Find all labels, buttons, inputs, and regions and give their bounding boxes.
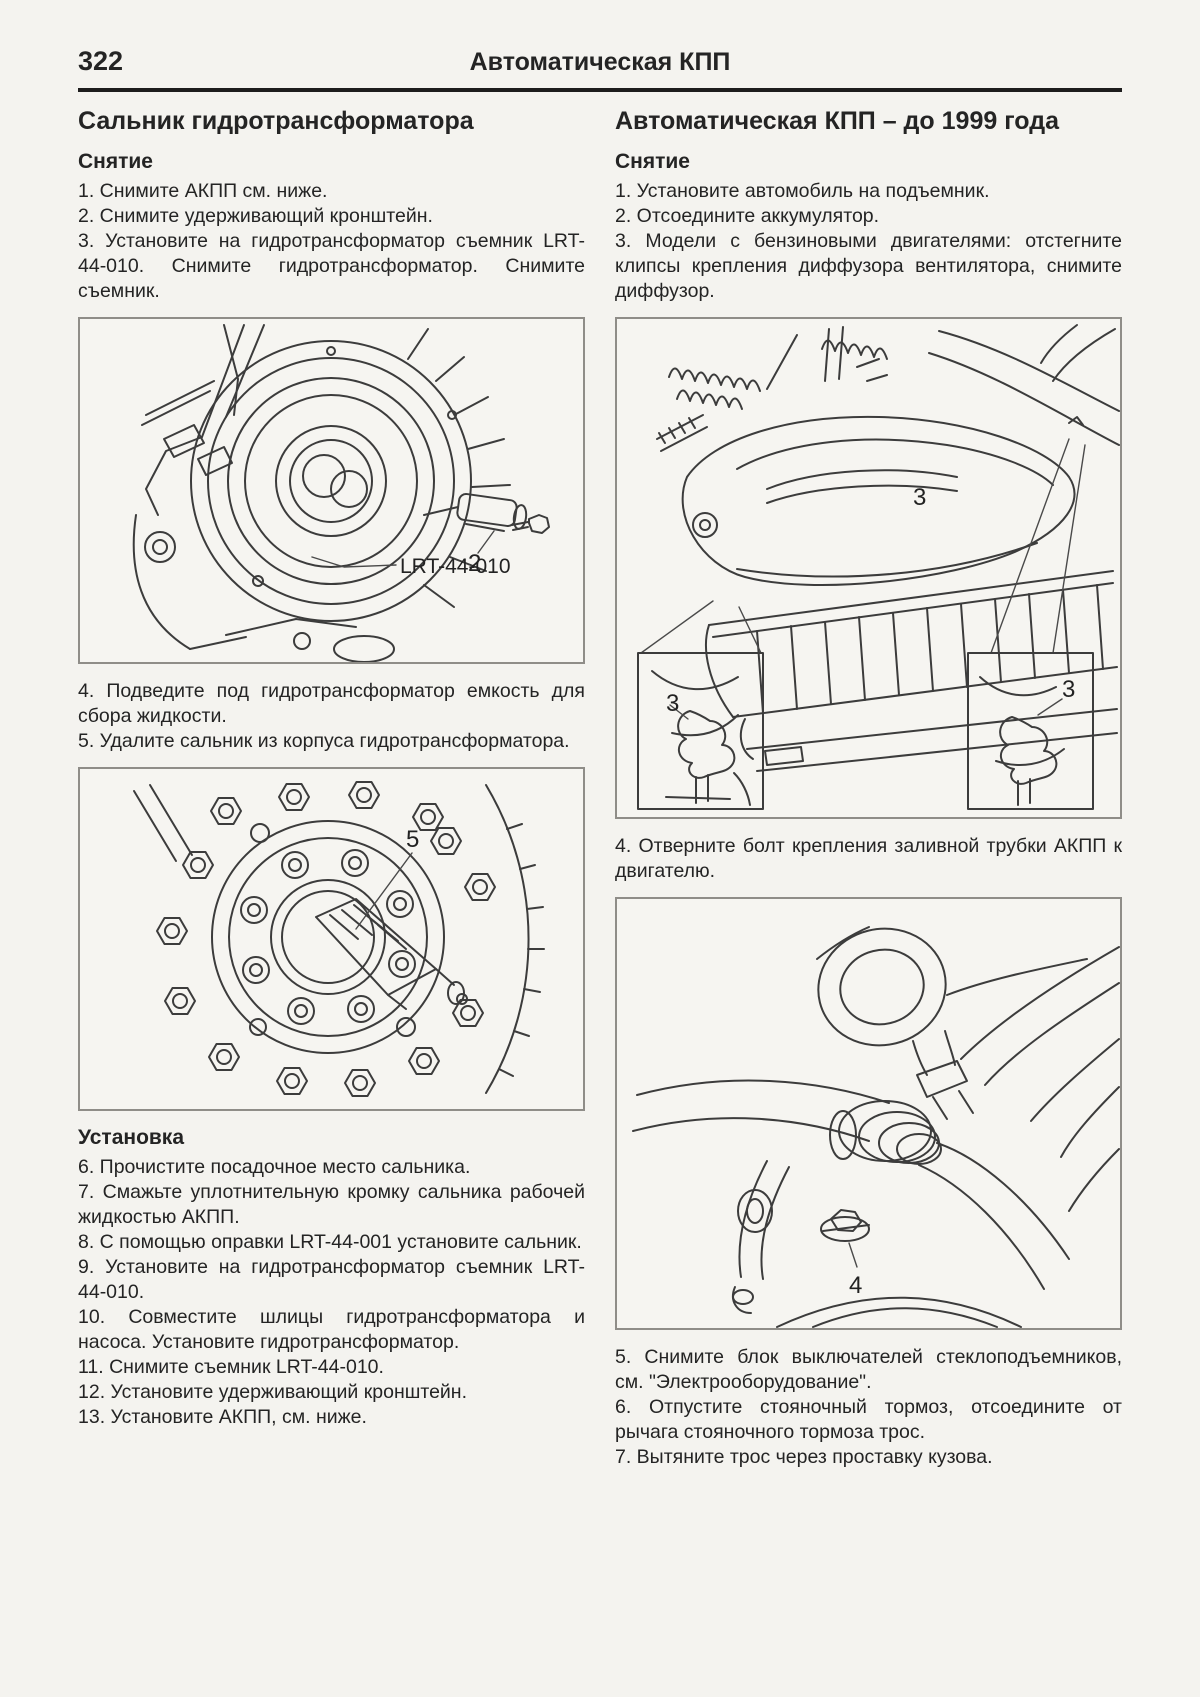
figure-inset-label-right: 3 [1062,676,1075,703]
step: 3. Установите на гидротрансформатор съем… [78,229,585,302]
step: 9. Установите на гидротрансформатор съем… [78,1255,585,1303]
figure-callout-label: 5 [406,826,419,853]
step: 1. Снимите АКПП см. ниже. [78,179,328,202]
torque-converter-figure: 2 LRT-44-010 [78,316,585,664]
step: 5. Удалите сальник из корпуса гидротранс… [78,729,570,752]
step: 2. Снимите удерживающий кронштейн. [78,204,433,227]
figure-inset-label-left: 3 [666,690,679,717]
right-column: Автоматическая КПП – до 1999 года Снятие… [615,104,1122,1470]
figure-tool-label: LRT-44-010 [400,555,511,578]
seal-removal-figure: 5 [78,766,585,1111]
step: 8. С помощью оправки LRT-44-001 установи… [78,1230,582,1253]
step: 13. Установите АКПП, см. ниже. [78,1405,367,1428]
filler-tube-drawing: 4 [632,925,1120,1328]
filler-tube-figure: 4 [615,896,1122,1330]
left-removal-heading: Снятие [78,149,153,173]
step: 3. Модели с бензиновыми двигателями: отс… [615,229,1122,302]
step: 7. Вытяните трос через проставку кузова. [615,1445,993,1468]
torque-converter-drawing: 2 LRT-44-010 [132,323,550,662]
fan-diffuser-drawing: 3 3 3 [637,323,1120,810]
two-column-layout: Сальник гидротрансформатора Снятие 1. Сн… [78,104,1122,1470]
fan-diffuser-figure: 3 3 3 [615,316,1122,819]
step: 2. Отсоедините аккумулятор. [615,204,880,227]
figure-callout-label: 4 [849,1272,862,1299]
step: 1. Установите автомобиль на подъемник. [615,179,990,202]
page-number: 322 [78,46,124,76]
figure-callout-label: 2 [468,550,481,577]
step: 10. Совместите шлицы гидротрансформатора… [78,1305,585,1353]
figure-callout-label: 3 [913,484,926,511]
page-header: 322 Автоматическая КПП [78,44,1122,92]
step: 6. Прочистите посадочное место сальника. [78,1155,471,1178]
step: 6. Отпустите стояночный тормоз, отсоедин… [615,1395,1122,1443]
step: 4. Подведите под гидротрансформатор емко… [78,679,585,727]
step: 7. Смажьте уплотнительную кромку сальник… [78,1180,585,1228]
left-section-title: Сальник гидротрансформатора [78,107,474,135]
left-column: Сальник гидротрансформатора Снятие 1. Сн… [78,104,585,1470]
page-header-title: Автоматическая КПП [469,48,731,76]
step: 11. Снимите съемник LRT-44-010. [78,1355,384,1378]
right-section-title: Автоматическая КПП – до 1999 года [615,107,1060,135]
left-install-heading: Установка [78,1125,184,1149]
step: 4. Отверните болт крепления заливной тру… [615,834,1122,882]
step: 12. Установите удерживающий кронштейн. [78,1380,467,1403]
right-removal-heading: Снятие [615,149,690,173]
seal-removal-drawing: 5 [133,780,545,1097]
step: 5. Снимите блок выключателей стеклоподъе… [615,1345,1122,1393]
